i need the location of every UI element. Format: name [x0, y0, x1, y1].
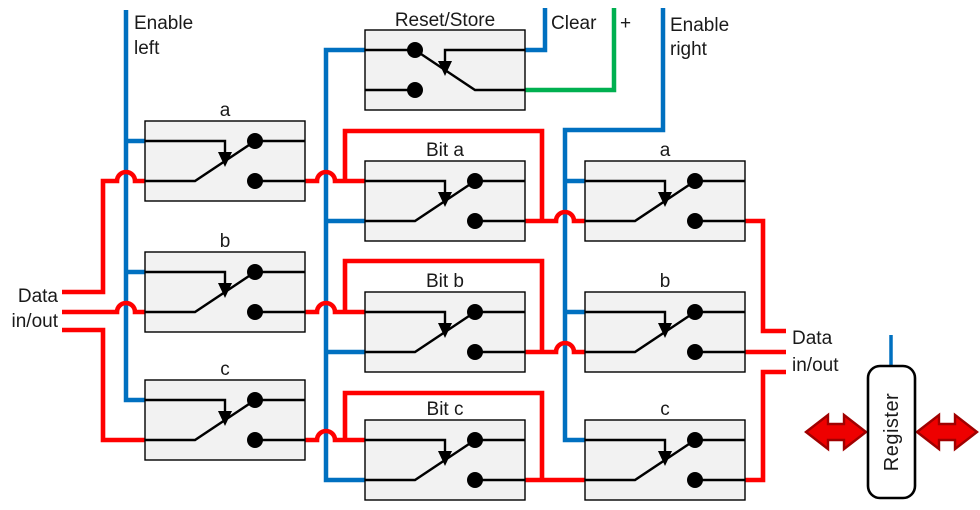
- wire-enable-left: [123, 10, 145, 403]
- label-data-right-line1: Data: [792, 328, 833, 349]
- wire-enable-right: [562, 8, 666, 443]
- label-plus: +: [620, 13, 631, 34]
- label-enable-left-line2: left: [134, 38, 160, 59]
- switch-bit-b: [363, 290, 527, 374]
- wire-data-left-c: [62, 327, 145, 443]
- label-enable-right-line2: right: [670, 39, 708, 60]
- label-switch-bit-c: Bit c: [427, 399, 464, 420]
- switch-bit-c: [363, 418, 527, 502]
- wire-right-out-c: [745, 369, 786, 483]
- switch-right-c: [583, 418, 747, 502]
- switch-right-a: [583, 159, 747, 243]
- label-reset-store: Reset/Store: [395, 10, 495, 31]
- switch-reset-store: [363, 28, 527, 112]
- wire-loop-bit-b: [342, 258, 545, 352]
- label-data-left-line1: Data: [18, 286, 59, 307]
- label-switch-bit-a: Bit a: [426, 140, 464, 161]
- wire-row-b-cross: [525, 340, 585, 355]
- data-bus-arrow-right: [915, 412, 979, 452]
- data-wiring: [62, 128, 786, 483]
- switch-left-b: [143, 250, 307, 334]
- register-label: Register: [881, 393, 903, 471]
- label-clear: Clear: [551, 13, 597, 34]
- enable-wiring: [123, 8, 893, 483]
- label-data-right-line2: in/out: [792, 355, 839, 376]
- wire-right-out-a: [745, 218, 786, 334]
- switch-right-b: [583, 290, 747, 374]
- label-enable-right-line1: Enable: [670, 15, 729, 36]
- label-data-left-line2: in/out: [12, 311, 59, 332]
- switch-bit-a: [363, 159, 527, 243]
- register-box: [866, 364, 917, 500]
- label-switch-left-c: c: [220, 359, 230, 380]
- wire-row-a-cross: [525, 209, 585, 224]
- wire-clear: [525, 8, 548, 53]
- label-switch-left-b: b: [220, 231, 231, 252]
- register-unit: Register: [804, 364, 979, 500]
- label-switch-left-a: a: [220, 100, 231, 121]
- label-switch-right-a: a: [660, 140, 671, 161]
- wire-plus-supply: [525, 8, 617, 93]
- wire-row-b-link: [305, 300, 365, 315]
- wire-data-left-b: [62, 300, 145, 315]
- label-switch-right-c: c: [660, 399, 670, 420]
- switch-left-a: [143, 119, 307, 203]
- data-bus-arrow-left: [804, 412, 868, 452]
- wire-loop-bit-c: [342, 390, 545, 480]
- wire-store-bus: [323, 47, 365, 483]
- label-switch-bit-b: Bit b: [426, 271, 464, 292]
- label-enable-left-line1: Enable: [134, 13, 193, 34]
- label-switch-right-b: b: [660, 271, 671, 292]
- wire-data-left-a: [62, 169, 145, 295]
- labels: Enable left Reset/Store Clear + Enable r…: [12, 10, 840, 420]
- wire-row-a-link: [305, 169, 365, 184]
- switches: [143, 28, 747, 502]
- wire-loop-bit-a: [342, 128, 545, 221]
- wire-row-c-link: [305, 428, 365, 443]
- switch-left-c: [143, 378, 307, 462]
